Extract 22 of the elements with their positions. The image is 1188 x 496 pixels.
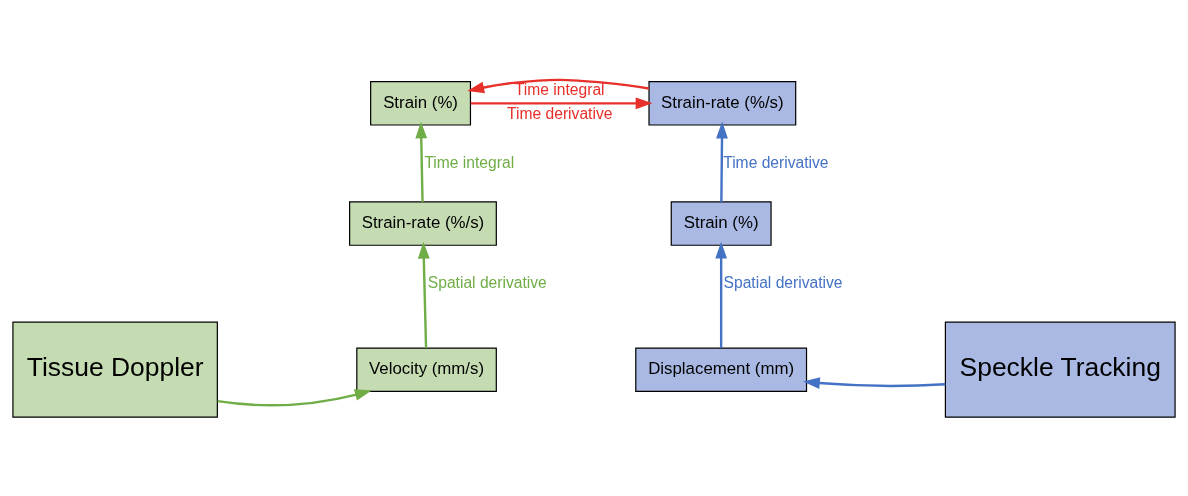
node-box: Velocity (mm/s)	[356, 346, 497, 392]
edge-label: Spatial derivative	[723, 273, 843, 291]
node-box: Displacement (mm)	[635, 346, 808, 392]
arrow	[470, 96, 653, 109]
edge-label: Time integral	[514, 80, 605, 98]
edge-label: Time derivative	[723, 153, 829, 171]
edge-label: Time integral	[424, 153, 515, 171]
edge-label: Time derivative	[507, 104, 613, 122]
node-box: Strain (%)	[370, 80, 472, 126]
edge-label: Spatial derivative	[427, 273, 547, 291]
arrow	[802, 376, 946, 389]
arrow	[467, 78, 649, 93]
arrow	[217, 388, 372, 406]
node-box: Speckle Tracking	[944, 321, 1176, 418]
node-box: Strain (%)	[670, 200, 772, 246]
node-box: Strain-rate (%/s)	[349, 200, 497, 246]
arrow	[715, 241, 728, 348]
arrow	[417, 241, 430, 348]
node-box: Tissue Doppler	[12, 321, 218, 418]
arrow	[716, 121, 728, 202]
arrow	[415, 121, 428, 202]
node-box: Strain-rate (%/s)	[648, 80, 797, 126]
